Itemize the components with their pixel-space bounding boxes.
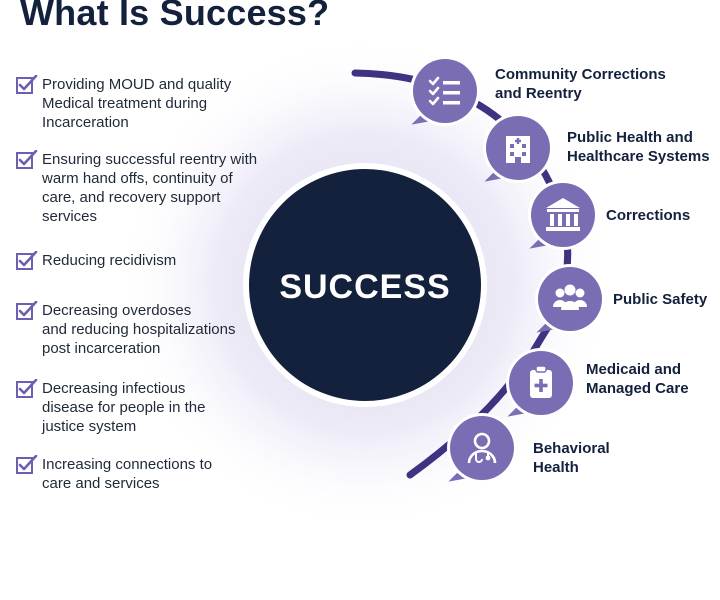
outcome-text: Decreasing overdoses and reducing hospita… <box>42 301 291 358</box>
checkbox-checked-icon <box>16 75 38 94</box>
outcome-text: Reducing recidivism <box>42 251 291 270</box>
stakeholder-label-line: Managed Care <box>586 380 689 397</box>
stakeholder-label-line: Healthcare Systems <box>567 148 710 165</box>
outcome-text-line: Decreasing overdoses <box>42 302 192 319</box>
stakeholder-label: Corrections <box>606 206 690 225</box>
courthouse-icon <box>546 198 580 231</box>
stakeholder-label-line: Public Safety <box>613 291 708 308</box>
page-title: What Is Success? <box>20 0 330 33</box>
outcome-text-line: care, and recovery support <box>42 189 221 206</box>
outcome-text-line: Reducing recidivism <box>42 252 177 269</box>
outcome-item: Decreasing infectious disease for people … <box>16 379 291 436</box>
bubble-circle <box>531 183 595 247</box>
bubble-circle <box>538 267 602 331</box>
stakeholder-label-line: and Reentry <box>495 85 582 102</box>
outcome-text-line: Providing MOUD and quality <box>42 76 232 93</box>
stakeholder-label-line: Community Corrections <box>495 66 666 83</box>
outcome-text: Decreasing infectious disease for people … <box>42 379 291 436</box>
outcome-item: Increasing connections to care and servic… <box>16 455 291 493</box>
stakeholder-bubbles <box>410 56 605 483</box>
outcome-text: Increasing connections to care and servic… <box>42 455 291 493</box>
checkbox-checked-icon <box>16 150 38 169</box>
stakeholder-bubble <box>410 56 480 126</box>
outcome-text-line: and reducing hospitalizations <box>42 321 236 338</box>
stakeholder-label-line: Medicaid and <box>586 361 682 378</box>
checklist-icon <box>428 76 460 106</box>
stakeholder-bubble <box>447 413 517 483</box>
stakeholder-label-line: Health <box>533 459 579 476</box>
stakeholder-bubble <box>535 264 605 334</box>
outcome-text-line: Decreasing infectious <box>42 380 186 397</box>
stakeholder-bubble <box>506 348 576 418</box>
outcome-item: Reducing recidivism <box>16 251 291 270</box>
success-center-label: SUCCESS <box>279 268 450 306</box>
outcome-text-line: warm hand offs, continuity of <box>42 170 233 187</box>
checkbox-checked-icon <box>16 301 38 320</box>
stakeholder-bubble <box>483 113 553 183</box>
success-center-circle <box>249 169 481 401</box>
stakeholder-label-line: Corrections <box>606 207 691 224</box>
outcome-item: Ensuring successful reentry with warm han… <box>16 150 291 226</box>
outcome-text-line: services <box>42 208 98 225</box>
stakeholder-label-line: Public Health and <box>567 129 693 146</box>
checkbox-checked-icon <box>16 379 38 398</box>
outcome-text-line: Medical treatment during <box>42 95 208 112</box>
stakeholder-bubble <box>528 180 598 250</box>
outcome-text-line: Ensuring successful reentry with <box>42 151 258 168</box>
doctor-icon <box>467 432 497 464</box>
outcome-text-line: Increasing connections to <box>42 456 213 473</box>
outcome-text-line: post incarceration <box>42 340 161 357</box>
medical-clipboard-icon <box>530 365 552 398</box>
outcome-text-line: Incarceration <box>42 114 129 131</box>
group-icon <box>553 284 587 310</box>
outcome-text-line: care and services <box>42 475 160 492</box>
hospital-icon <box>506 136 530 163</box>
outcome-item: Decreasing overdoses and reducing hospita… <box>16 301 291 358</box>
outcome-text-line: disease for people in the <box>42 399 206 416</box>
stakeholder-label-line: Behavioral <box>533 440 610 457</box>
outcome-text-line: justice system <box>42 418 137 435</box>
checkbox-checked-icon <box>16 455 38 474</box>
checkbox-checked-icon <box>16 251 38 270</box>
stakeholder-label: Community Corrections and Reentry <box>495 65 666 103</box>
stakeholder-label: Public Safety <box>613 290 707 309</box>
outcome-text: Ensuring successful reentry with warm han… <box>42 150 291 226</box>
